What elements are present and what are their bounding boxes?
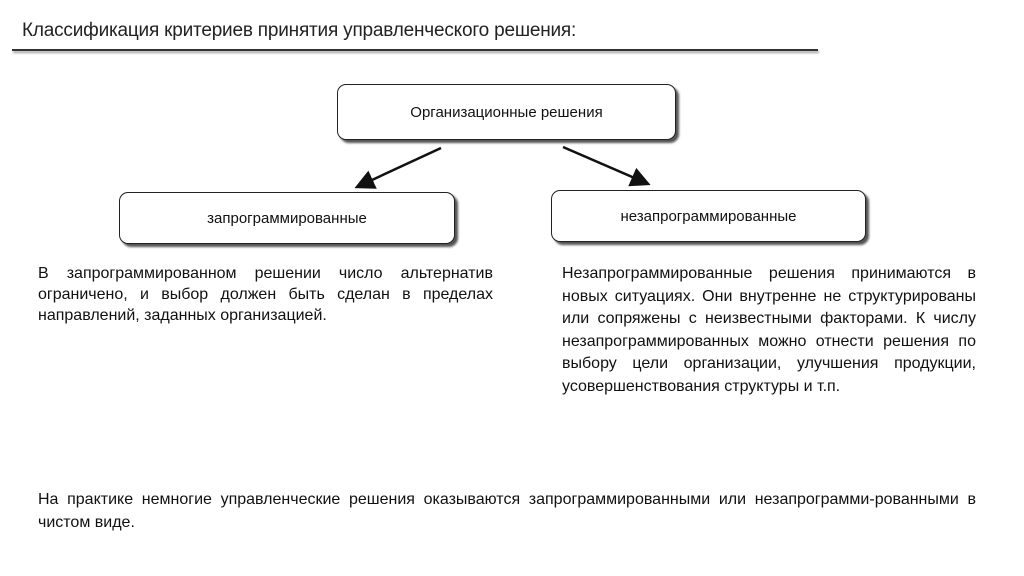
unprogrammed-node: незапрограммированные <box>551 190 866 242</box>
root-node: Организационные решения <box>337 84 676 140</box>
unprogrammed-description: Незапрограммированные решения принимаютс… <box>562 265 976 395</box>
arrow-right <box>562 145 651 187</box>
programmed-node: запрограммированные <box>119 192 455 244</box>
arrow-left <box>354 146 442 189</box>
programmed-node-label: запрограммированные <box>207 209 367 227</box>
root-node-label: Организационные решения <box>410 103 603 121</box>
conclusion-text: На практике немногие управленческие реше… <box>38 491 976 531</box>
title-divider <box>12 49 818 51</box>
unprogrammed-node-label: незапрограммированные <box>620 207 797 225</box>
programmed-description: В запрограммированном решении число альт… <box>38 265 493 324</box>
slide-title: Классификация критериев принятия управле… <box>22 20 577 41</box>
